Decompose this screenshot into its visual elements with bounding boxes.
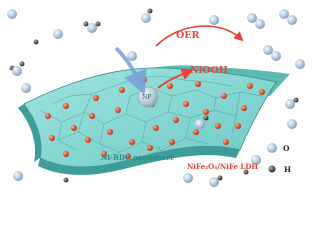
hydrogen-atom — [63, 177, 69, 183]
water-molecule — [195, 115, 209, 129]
water-molecule — [285, 97, 299, 109]
oxygen-molecule — [279, 9, 297, 25]
oxygen-atom — [251, 155, 261, 165]
water-molecule — [209, 175, 223, 187]
oxygen-atom — [21, 83, 31, 93]
legend-oxygen-label: O — [283, 144, 290, 153]
molecules — [7, 8, 305, 187]
oer-label: OER — [176, 30, 200, 41]
oxygen-atom — [13, 171, 23, 181]
nanosheet-left-edge — [18, 104, 42, 162]
oer-arrow — [155, 25, 244, 47]
water-molecule — [83, 21, 101, 33]
hydrogen-atom — [33, 39, 39, 45]
oxygen-atom — [7, 9, 17, 19]
nanosheet-front-edge — [38, 146, 240, 175]
oxygen-molecule — [263, 45, 281, 61]
oxygen-atom — [53, 29, 63, 39]
oxygen-atom — [209, 15, 219, 25]
legend-hydrogen-label: H — [284, 165, 292, 174]
oxygen-molecule — [247, 13, 265, 29]
oxygen-atom — [127, 51, 137, 61]
legend-oxygen-icon — [267, 143, 277, 153]
nanosheet-label: Ni-BDC nanosheet — [101, 153, 174, 162]
oxygen-atom — [295, 59, 305, 69]
incoming-arrow — [114, 46, 147, 96]
ldh-label: NiFe₂O₄/NiFe LDH — [187, 162, 259, 171]
water-molecule — [141, 8, 153, 23]
oxygen-atom — [287, 119, 297, 129]
niooh-label: NiOOH — [190, 65, 228, 76]
hydrogen-atom — [243, 169, 249, 175]
water-molecule — [9, 61, 25, 76]
diagram-canvas — [7, 8, 305, 187]
oxygen-atom — [183, 173, 193, 183]
legend-hydrogen-icon — [268, 165, 276, 173]
diagram: OER NiOOH NP Ni-BDC nanosheet NiFe₂O₄/Ni… — [7, 8, 305, 187]
niooh-arrow — [157, 68, 194, 89]
np-label: NP — [142, 94, 152, 101]
